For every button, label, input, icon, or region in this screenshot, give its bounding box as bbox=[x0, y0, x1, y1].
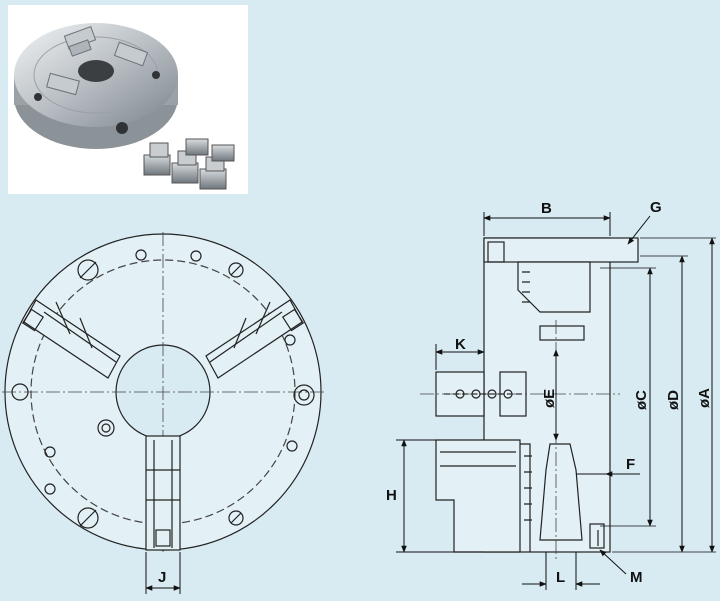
mounting-holes bbox=[11, 249, 315, 529]
label-A: øA bbox=[696, 388, 713, 408]
label-G: G bbox=[650, 199, 662, 216]
side-view bbox=[435, 237, 639, 553]
dimension-K bbox=[435, 344, 485, 370]
dimension-G bbox=[627, 215, 651, 245]
front-view bbox=[2, 232, 324, 552]
dimension-L bbox=[522, 552, 600, 590]
label-B: B bbox=[541, 200, 552, 217]
dimension-J bbox=[145, 552, 181, 594]
label-F: F bbox=[626, 456, 635, 473]
jaw-top bbox=[63, 25, 97, 57]
label-K: K bbox=[455, 336, 466, 353]
jaw-slot-right bbox=[205, 299, 305, 379]
label-C: øC bbox=[633, 390, 650, 410]
product-photo bbox=[8, 5, 248, 194]
right-extension-lines bbox=[600, 237, 716, 553]
label-M: M bbox=[630, 569, 643, 586]
label-L: L bbox=[556, 569, 565, 586]
spare-jaws bbox=[143, 138, 235, 190]
jaw-right bbox=[113, 41, 149, 67]
jaw-slot-left bbox=[21, 299, 121, 379]
diameter-dimensions bbox=[553, 237, 715, 553]
label-E: øE bbox=[541, 389, 558, 408]
dimension-H bbox=[396, 439, 484, 553]
jaw-slot-bottom bbox=[145, 435, 181, 551]
label-H: H bbox=[386, 487, 397, 504]
jaw-left bbox=[46, 72, 80, 96]
dimension-B bbox=[483, 212, 611, 236]
dimension-M bbox=[599, 549, 627, 575]
label-D: øD bbox=[665, 390, 682, 410]
label-J: J bbox=[158, 569, 166, 586]
chuck-photo-illustration bbox=[14, 23, 235, 190]
